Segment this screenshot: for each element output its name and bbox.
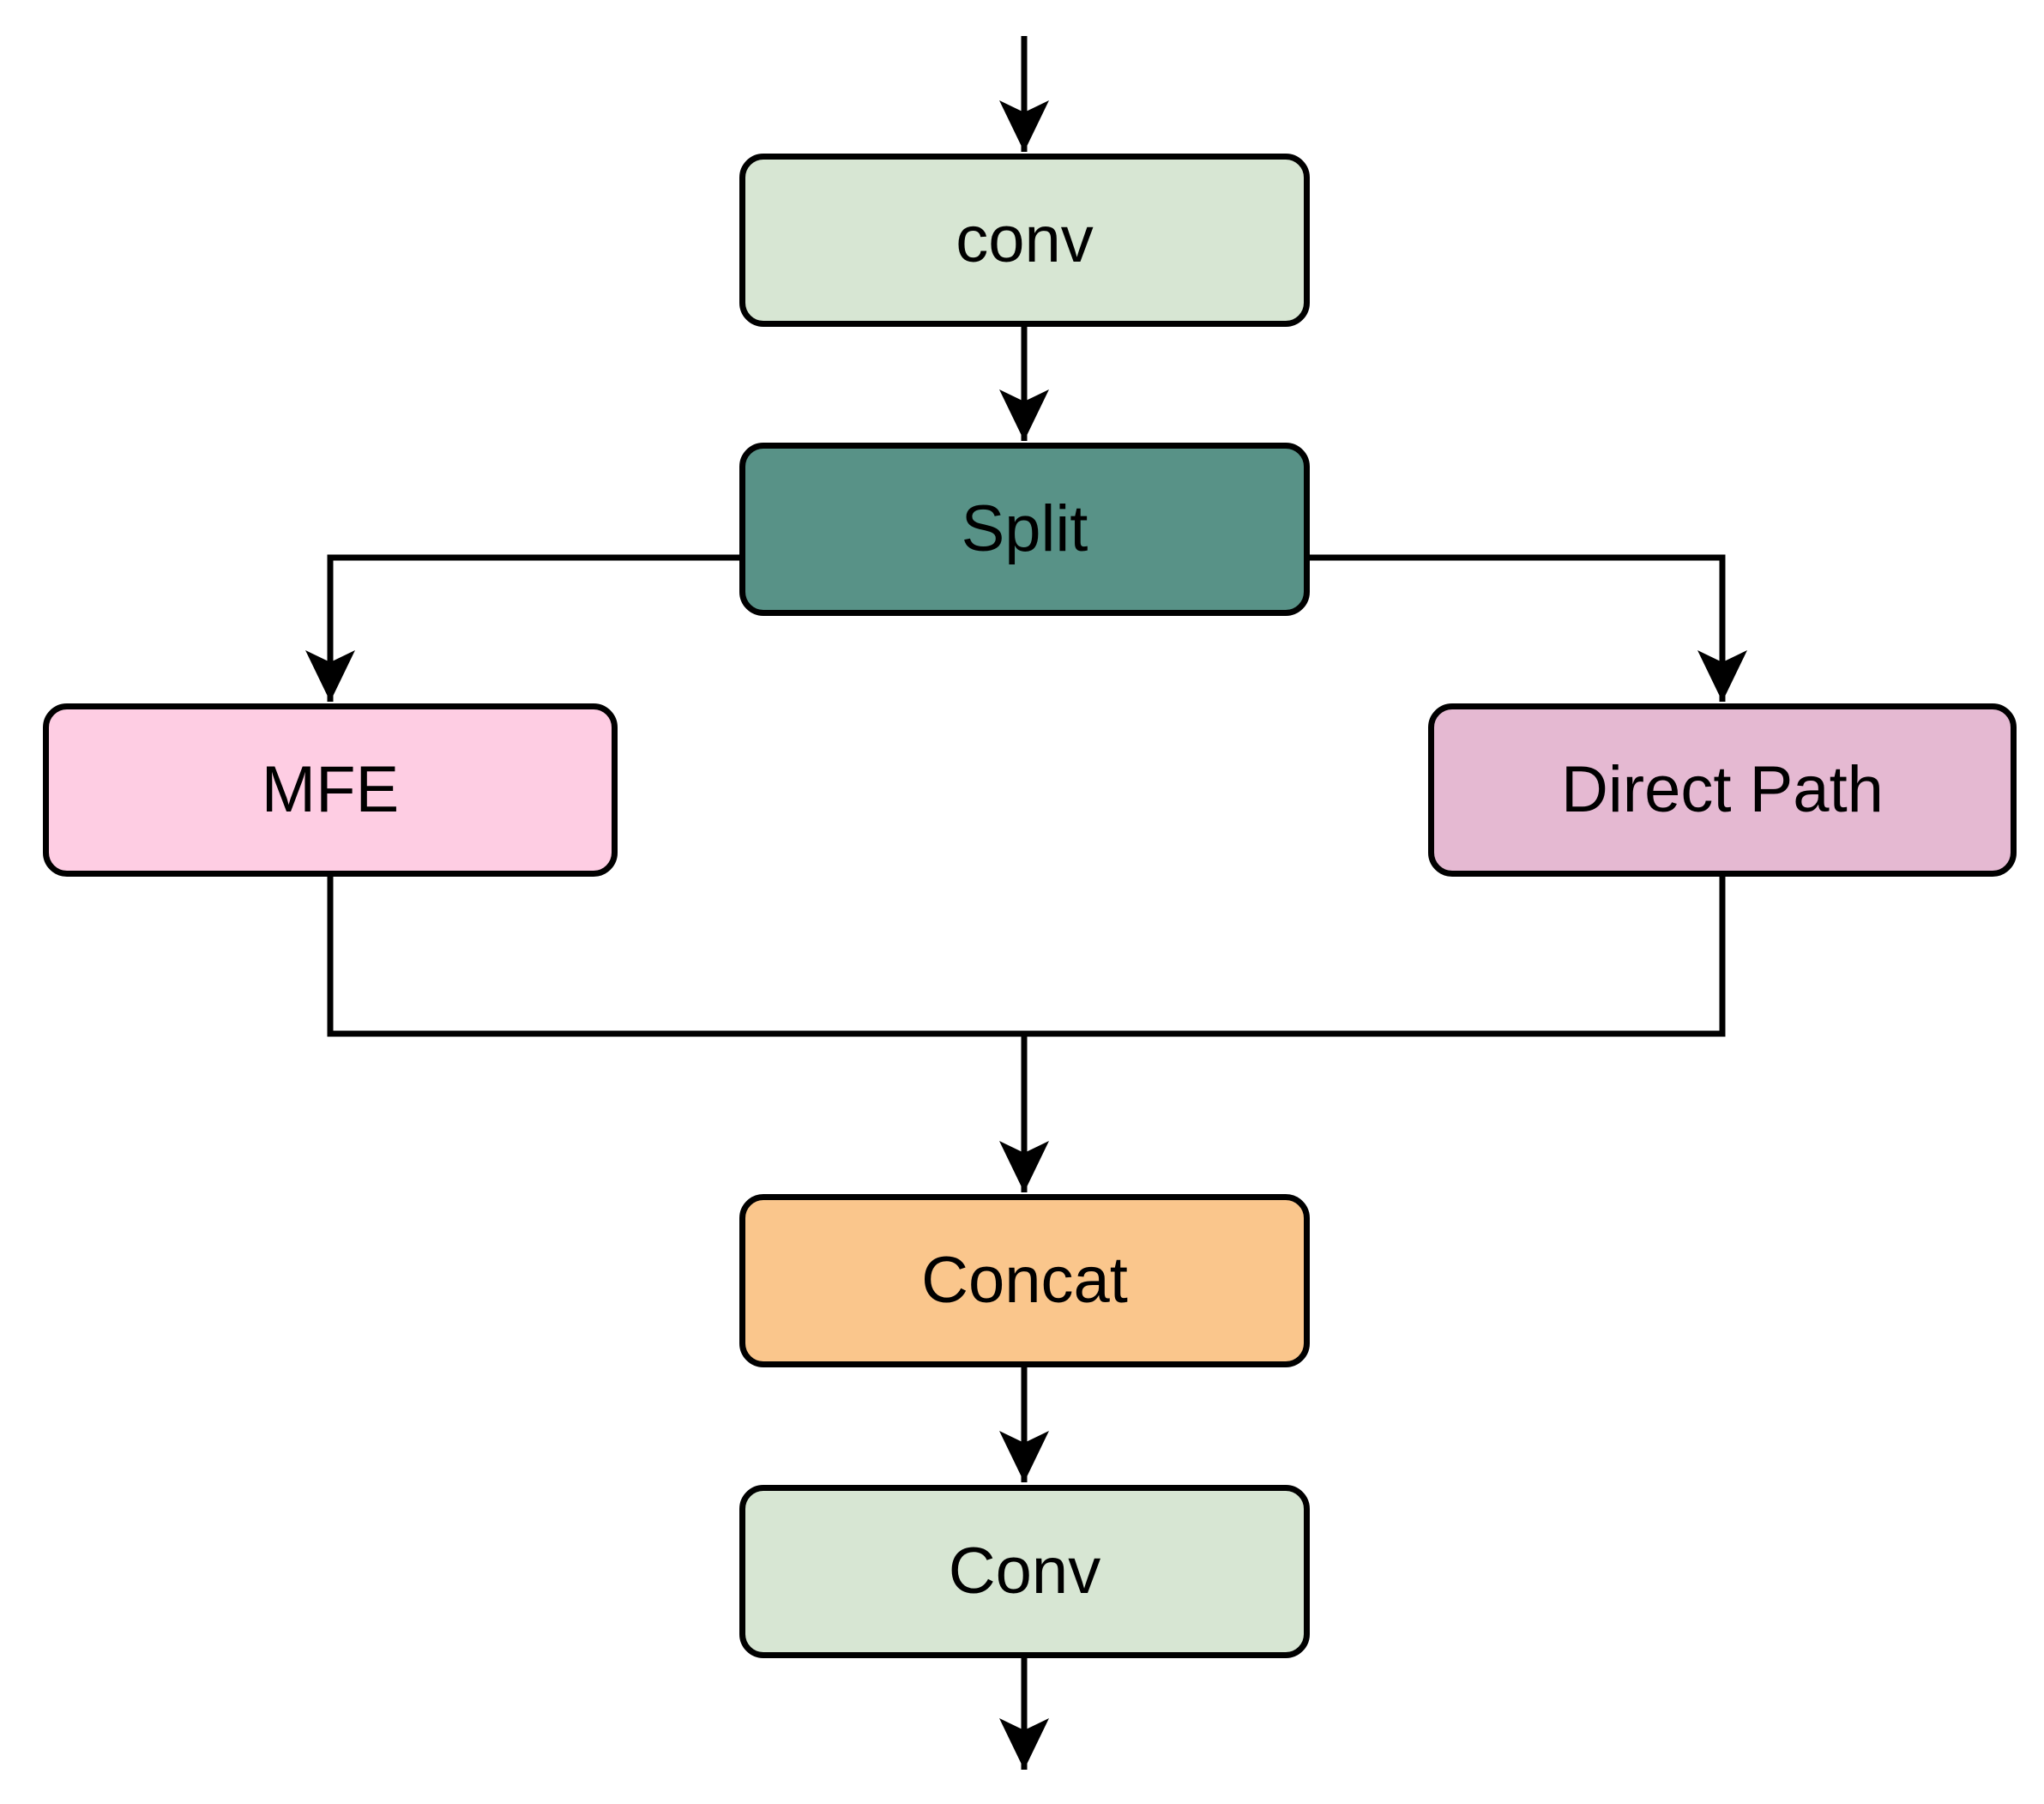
edge-split-to-mfe bbox=[305, 554, 739, 702]
node-conv-bottom-label: Conv bbox=[948, 1535, 1101, 1608]
node-mfe-label: MFE bbox=[261, 753, 400, 826]
node-mfe: MFE bbox=[43, 703, 618, 877]
edge-merge-rail bbox=[327, 876, 1726, 1037]
node-concat: Concat bbox=[739, 1194, 1310, 1367]
node-concat-label: Concat bbox=[921, 1244, 1128, 1317]
node-split: Split bbox=[739, 443, 1310, 616]
node-conv-top-label: conv bbox=[956, 203, 1094, 276]
node-conv-top: conv bbox=[739, 154, 1310, 327]
node-split-label: Split bbox=[961, 492, 1088, 565]
node-direct-path-label: Direct Path bbox=[1561, 753, 1884, 826]
node-direct-path: Direct Path bbox=[1428, 703, 2017, 877]
edge-split-to-direct-path bbox=[1310, 554, 1747, 702]
node-conv-bottom: Conv bbox=[739, 1485, 1310, 1658]
